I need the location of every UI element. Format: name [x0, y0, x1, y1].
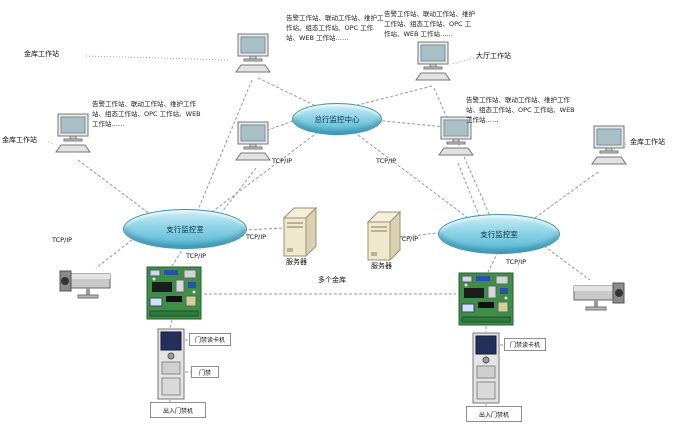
- access-right-bottom-label: 出入门禁机: [466, 406, 522, 422]
- cloud-branch-left-label: 支行监控室: [166, 224, 204, 234]
- server-right-label: 服务器: [371, 262, 392, 270]
- access-left-bottom-label: 出入门禁机: [150, 402, 206, 418]
- controller-board-left: [146, 266, 202, 320]
- access-terminal-icon: [157, 328, 185, 400]
- workstation-icon: [591, 125, 627, 165]
- access-left-side-label-top: 门禁读卡机: [189, 333, 231, 346]
- annotation-mid-right: 告警工作站、联动工作站、维护工作站、组态工作站、OPC 工作站、WEB 工作站……: [466, 96, 575, 124]
- tcpip-label-6: TCP/IP: [398, 235, 419, 243]
- workstation-mid-left: [52, 112, 94, 158]
- workstation-center-left: [232, 120, 274, 166]
- server-left-label: 服务器: [286, 258, 307, 266]
- workstation-mid-right: [588, 124, 630, 170]
- server-left: [282, 206, 318, 258]
- annotation-mid-left: 告警工作站、联动工作站、维护工作站、组态工作站、OPC 工作站、WEB 工作站……: [92, 100, 201, 128]
- tcpip-label-3: TCP/IP: [52, 236, 73, 244]
- server-icon: [282, 206, 318, 258]
- controller-board-icon: [146, 266, 202, 320]
- tcpip-label-4: TCP/IP: [246, 233, 267, 241]
- workstation-icon: [235, 33, 271, 73]
- cloud-branch-left: 支行监控室: [123, 209, 247, 249]
- workstation-icon: [438, 116, 474, 156]
- controller-board-icon: [458, 272, 514, 326]
- cloud-head-office-label: 总行监控中心: [314, 114, 360, 124]
- tcpip-label-7: TCP/IP: [506, 258, 527, 266]
- workstation-icon: [415, 41, 451, 81]
- cloud-head-office-network: 总行监控中心: [292, 103, 382, 135]
- access-terminal-right: [472, 332, 500, 404]
- tcpip-label-5: TCP/IP: [186, 252, 207, 260]
- camera-left: [56, 266, 118, 302]
- camera-right: [566, 278, 628, 314]
- workstation-center-right: [435, 115, 477, 161]
- cloud-branch-right: 支行监控室: [438, 214, 560, 254]
- label-vault-workstation-right: 金库工作站: [630, 138, 665, 146]
- annotation-top-left: 告警工作站、联动工作站、维护工作站、组态工作站、OPC 工作站、WEB 工作站……: [286, 14, 384, 42]
- workstation-top-right: [412, 40, 454, 86]
- server-right: [366, 210, 402, 262]
- tcpip-label-2: TCP/IP: [376, 157, 397, 165]
- access-terminal-left: [157, 328, 185, 400]
- workstation-icon: [55, 113, 91, 153]
- annotation-top-right: 告警工作站、联动工作站、维护工作站、组态工作站、OPC 工作站、WEB 工作站……: [384, 10, 475, 38]
- workstation-icon: [235, 121, 271, 161]
- label-vault-workstation-top-left: 金库工作站: [24, 50, 59, 58]
- multiple-vaults-note: 多个金库: [318, 276, 346, 284]
- cloud-branch-right-label: 支行监控室: [480, 229, 518, 239]
- tcpip-label-1: TCP/IP: [272, 157, 293, 165]
- server-icon: [366, 210, 402, 262]
- access-right-side-label: 门禁读卡机: [504, 338, 546, 351]
- workstation-top-left: [232, 32, 274, 78]
- cctv-camera-icon: [59, 270, 111, 299]
- label-vault-workstation-left: 金库工作站: [2, 136, 37, 144]
- cctv-camera-icon: [573, 282, 625, 311]
- controller-board-right: [458, 272, 514, 326]
- access-left-side-label-bottom: 门禁: [191, 366, 219, 378]
- label-lobby-workstation: 大厅工作站: [476, 52, 511, 60]
- access-terminal-icon: [472, 332, 500, 404]
